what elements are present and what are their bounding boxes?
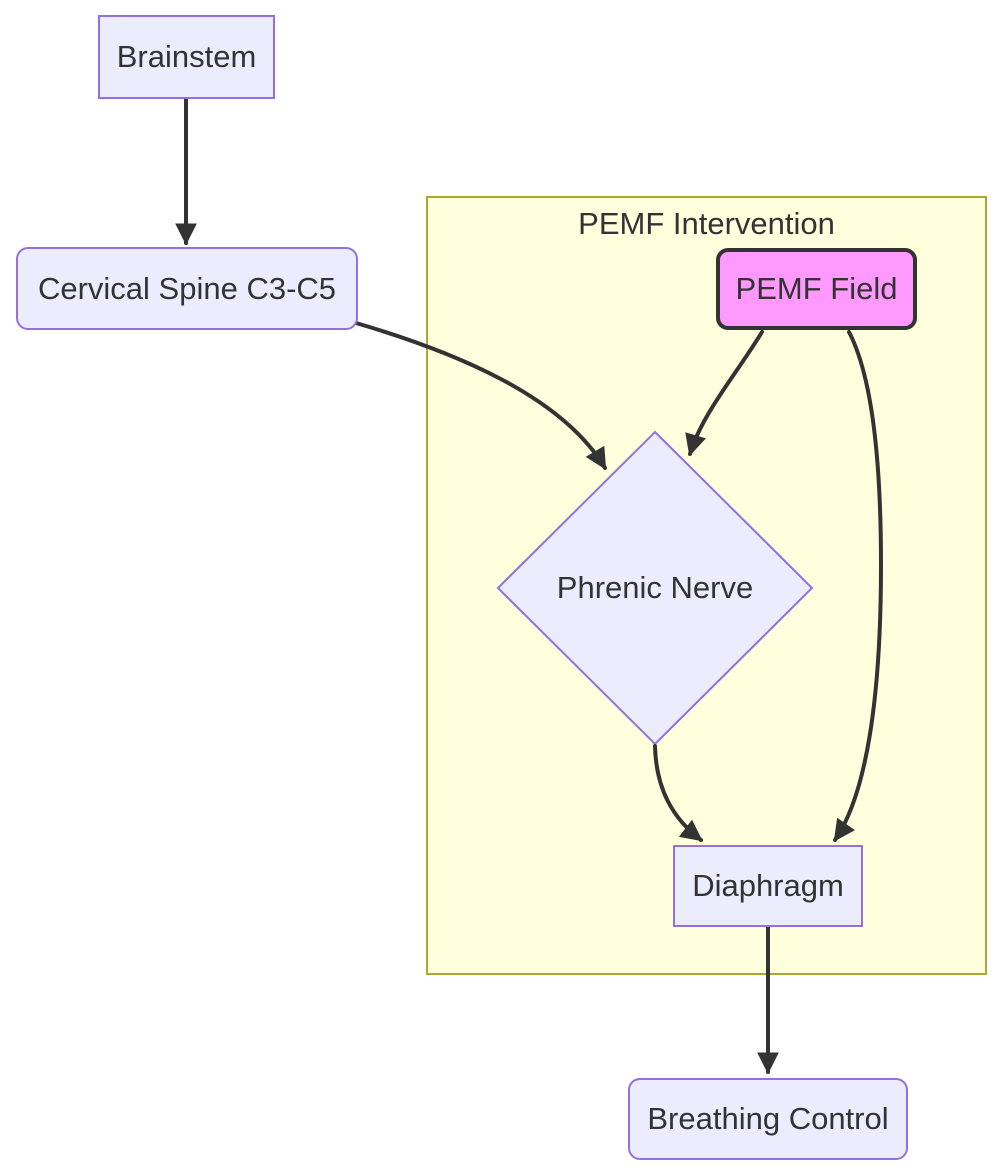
edge-pemf-to-phrenic [685,330,764,457]
edge-pemf-to-diaphragm [833,330,884,842]
cluster-title: PEMF Intervention [578,206,835,241]
node-pemf-field-label: PEMF Field [735,271,898,306]
node-phrenic-nerve-label: Phrenic Nerve [556,570,754,605]
node-brainstem: Brainstem [98,15,275,99]
node-diaphragm-label: Diaphragm [692,868,844,903]
edge-phrenic-to-diaphragm [653,744,703,842]
node-cervical-spine-label: Cervical Spine C3-C5 [37,270,337,306]
node-breathing-control-label: Breathing Control [647,1101,889,1136]
node-cervical-spine: Cervical Spine C3-C5 [16,247,358,330]
node-pemf-field: PEMF Field [716,248,917,330]
node-breathing-control: Breathing Control [628,1078,908,1160]
edge-cervical-to-phrenic [354,321,607,470]
node-brainstem-label: Brainstem [116,39,257,74]
node-diaphragm: Diaphragm [673,845,863,927]
node-phrenic-nerve: Phrenic Nerve [498,566,812,610]
